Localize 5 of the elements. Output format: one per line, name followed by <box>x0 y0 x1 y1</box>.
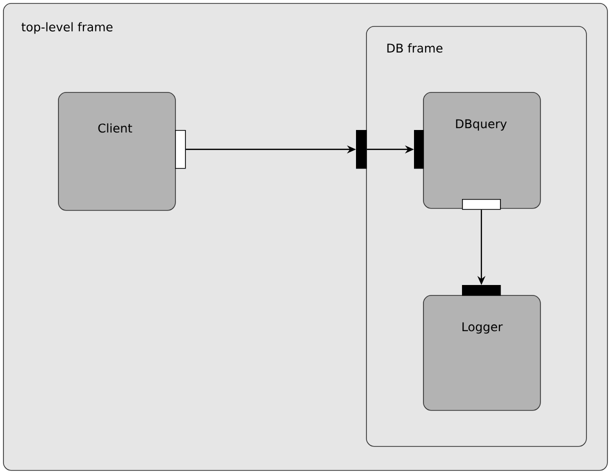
component-box: DBquery <box>423 92 541 209</box>
port-bar <box>462 199 501 210</box>
port-bar <box>175 130 186 169</box>
component-box: Client <box>58 92 176 211</box>
component-box: Logger <box>423 295 541 411</box>
